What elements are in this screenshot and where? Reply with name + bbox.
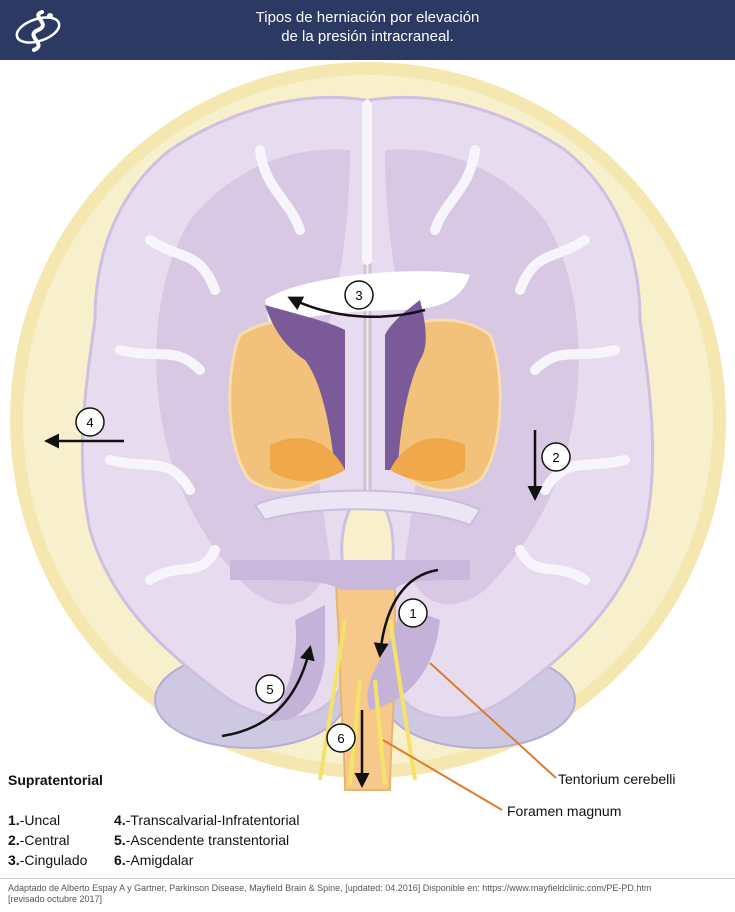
svg-text:3: 3 bbox=[355, 288, 362, 303]
tentorium-label: Tentorium cerebelli bbox=[558, 771, 676, 787]
marker-5: 5 bbox=[255, 674, 285, 704]
arrow-5 bbox=[221, 645, 315, 738]
credit-line-2: [revisado octubre 2017] bbox=[8, 894, 103, 904]
marker-3: 3 bbox=[344, 280, 374, 310]
herniating-tissue-right bbox=[367, 605, 440, 710]
herniating-tissue-left bbox=[270, 605, 325, 721]
marker-4: 4 bbox=[75, 407, 105, 437]
page-title: Tipos de herniación por elevación de la … bbox=[160, 8, 575, 46]
foramen-label: Foramen magnum bbox=[507, 803, 622, 819]
legend-item-6: 6.-Amigdalar bbox=[114, 852, 194, 868]
svg-text:2: 2 bbox=[552, 450, 559, 465]
brain-herniation-diagram: 1 2 3 4 5 6 bbox=[10, 62, 726, 811]
internal-capsule-band bbox=[253, 489, 482, 527]
svg-text:5: 5 bbox=[266, 682, 273, 697]
title-line-2: de la presión intracraneal. bbox=[281, 28, 454, 45]
svg-text:1: 1 bbox=[409, 606, 416, 621]
lateral-ventricles bbox=[265, 300, 426, 470]
svg-text:4: 4 bbox=[86, 415, 93, 430]
footer-divider bbox=[0, 878, 735, 879]
legend-item-2: 2.-Central bbox=[8, 832, 70, 848]
legend-item-5: 5.-Ascendente transtentorial bbox=[114, 832, 290, 848]
svg-text:6: 6 bbox=[337, 731, 344, 746]
foramen-pointer-line bbox=[382, 739, 503, 811]
source-credit: Adaptado de Alberto Espay A y Gartner, P… bbox=[8, 883, 728, 905]
title-line-1: Tipos de herniación por elevación bbox=[255, 9, 480, 26]
marker-2: 2 bbox=[541, 442, 571, 472]
credit-line-1: Adaptado de Alberto Espay A y Gartner, P… bbox=[8, 883, 652, 893]
tentorium-pointer-line bbox=[429, 662, 557, 779]
thalamus-left bbox=[270, 438, 345, 482]
herniation-arrows bbox=[44, 296, 543, 788]
logo-icon bbox=[15, 10, 61, 52]
arrow-3 bbox=[287, 296, 426, 318]
header-bar: Tipos de herniación por elevación de la … bbox=[0, 0, 735, 60]
thalamus-right bbox=[390, 438, 465, 482]
arrow-1 bbox=[373, 568, 439, 658]
legend-item-4: 4.-Transcalvarial-Infratentorial bbox=[114, 812, 300, 828]
legend-item-1: 1.-Uncal bbox=[8, 812, 61, 828]
marker-1: 1 bbox=[398, 598, 428, 628]
marker-6: 6 bbox=[326, 723, 356, 753]
legend-item-3: 3.-Cingulado bbox=[8, 852, 88, 868]
sulci bbox=[105, 100, 630, 585]
cranial-nerves bbox=[318, 619, 417, 786]
legend-section-title: Supratentorial bbox=[8, 772, 103, 788]
